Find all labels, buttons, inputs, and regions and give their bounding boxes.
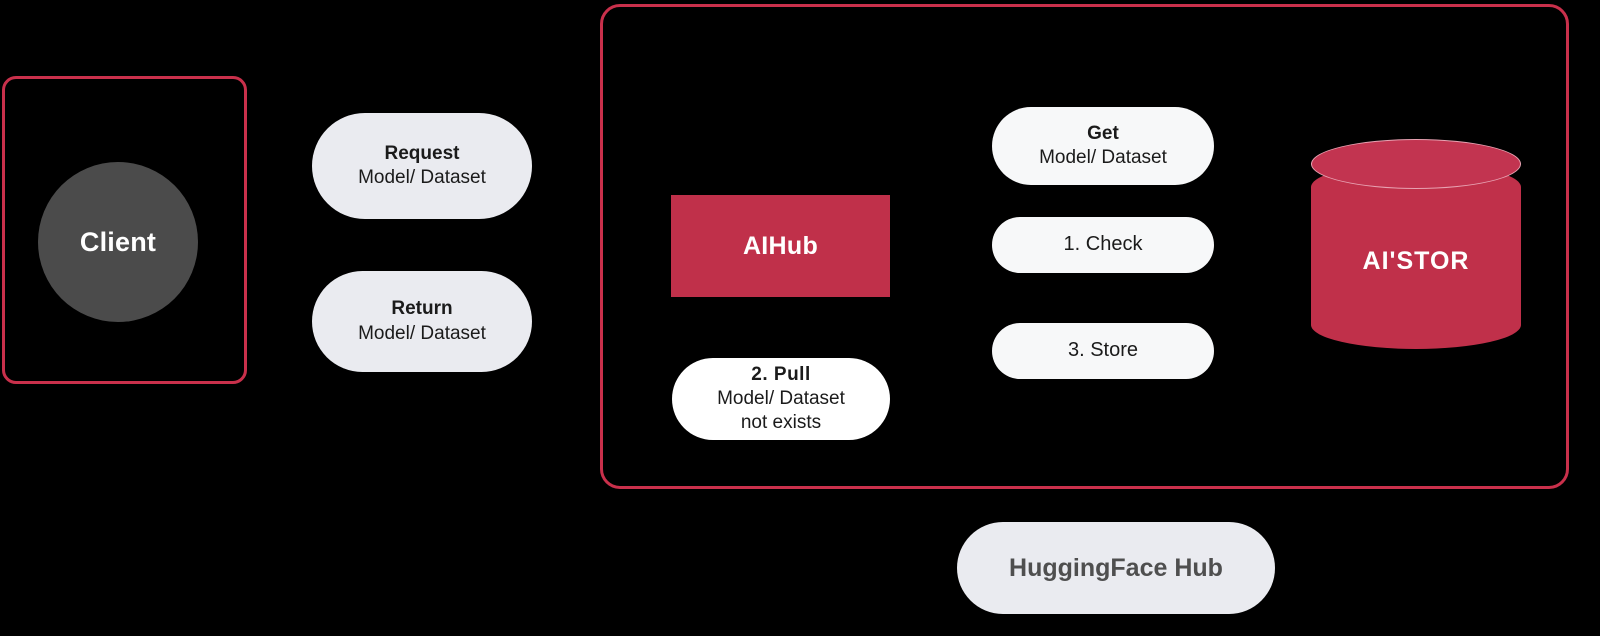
get-step-subtitle: Model/ Dataset <box>1039 147 1167 168</box>
store-step-pill[interactable]: 3. Store <box>992 323 1214 379</box>
pull-step-pill[interactable]: 2. Pull Model/ Dataset not exists <box>672 358 890 440</box>
get-step-title: Get <box>1087 122 1119 144</box>
check-step-pill[interactable]: 1. Check <box>992 217 1214 273</box>
huggingface-hub-node[interactable]: HuggingFace Hub <box>957 522 1275 614</box>
aistor-storage-label: AI'STOR <box>1362 247 1470 275</box>
get-step-pill[interactable]: Get Model/ Dataset <box>992 107 1214 185</box>
return-flow-pill[interactable]: Return Model/ Dataset <box>312 271 532 372</box>
cylinder-top-ellipse-shape <box>1311 139 1521 189</box>
aihub-service-node[interactable]: AIHub <box>671 195 890 297</box>
aihub-service-label: AIHub <box>742 231 819 260</box>
request-flow-title: Request <box>384 142 460 164</box>
request-flow-pill[interactable]: Request Model/ Dataset <box>312 113 532 219</box>
client-node-label: Client <box>79 226 157 257</box>
huggingface-hub-label: HuggingFace Hub <box>1009 554 1223 582</box>
return-flow-title: Return <box>391 298 453 320</box>
cylinder-body-shape <box>1311 163 1521 349</box>
pull-step-condition: not exists <box>740 412 822 434</box>
pull-step-subtitle: Model/ Dataset <box>717 387 845 409</box>
return-flow-subtitle: Model/ Dataset <box>358 322 486 344</box>
client-node[interactable]: Client <box>38 162 198 322</box>
check-step-label: 1. Check <box>1063 233 1143 256</box>
client-region-boundary <box>2 76 247 384</box>
aihub-region-boundary <box>600 4 1569 489</box>
aistor-storage-node[interactable]: AI'STOR <box>1311 139 1521 373</box>
store-step-label: 3. Store <box>1067 339 1139 362</box>
pull-step-title: 2. Pull <box>751 363 811 385</box>
request-flow-subtitle: Model/ Dataset <box>358 167 486 188</box>
